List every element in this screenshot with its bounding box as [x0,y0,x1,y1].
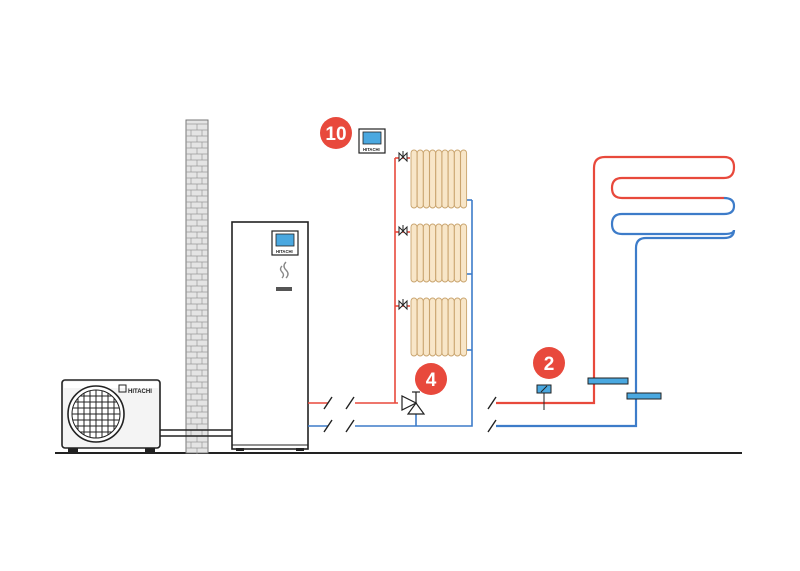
radiator [410,149,468,209]
radiator [410,223,468,283]
valve-icon [398,299,408,311]
mixing-valve [401,391,426,415]
pipe-break-marks [323,396,497,433]
supply-manifold [587,377,629,385]
callout-thermostat: 10 [320,117,352,149]
indoor-controller-brand: HITACHI [276,249,293,254]
steam-wave-icon [279,261,289,279]
indoor-unit: HITACHI [231,221,309,451]
radiator-circuit [308,157,473,427]
radiators [410,149,468,357]
chimney [185,119,209,454]
sensor-icon [536,384,552,410]
underfloor-circuit [496,155,736,428]
svg-text:2: 2 [544,354,555,375]
outdoor-heat-pump: HITACHI [61,379,161,452]
radiator-valves [398,151,408,311]
callout-sensor: 2 [533,347,565,379]
thermostat-brand: HITACHI [363,147,380,152]
return-manifold [626,392,662,400]
indoor-controller: HITACHI [271,230,299,256]
outdoor-unit-brand: HITACHI [128,389,152,395]
underfloor-manifolds [587,377,662,400]
radiator [410,297,468,357]
valve-icon [398,225,408,237]
room-thermostat: HITACHI [358,128,386,154]
callout-mixing-valve: 4 [415,363,447,395]
indoor-unit-display-slot [276,287,292,291]
svg-text:10: 10 [325,124,346,145]
connecting-pipes [160,429,232,437]
svg-text:4: 4 [426,370,437,391]
valve-icon [398,151,408,163]
fan-grille-icon [67,385,125,443]
